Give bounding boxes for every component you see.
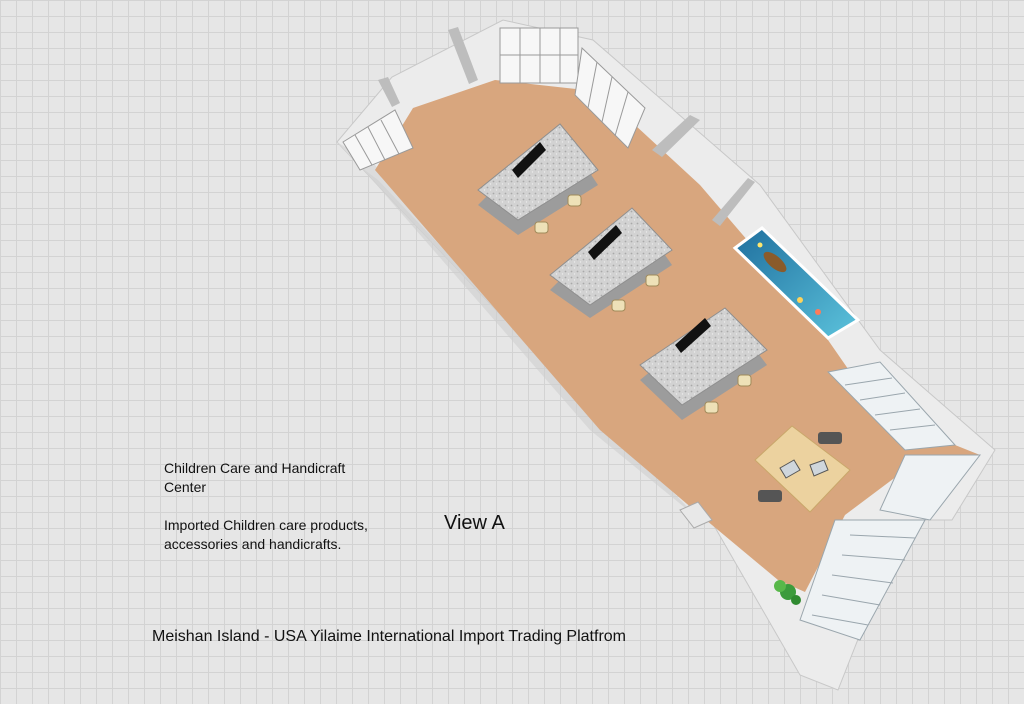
tv-monitor-icon bbox=[588, 225, 622, 260]
stools bbox=[534, 194, 752, 414]
storage-cabinet bbox=[679, 501, 713, 529]
view-label: View A bbox=[444, 512, 505, 534]
office-chair-icon bbox=[818, 432, 842, 444]
door-panels bbox=[378, 27, 755, 226]
center-description: Imported Children care products, accesso… bbox=[164, 517, 368, 552]
laptop-icon bbox=[809, 459, 829, 477]
display-counter-2 bbox=[549, 207, 673, 318]
display-counter-1 bbox=[477, 123, 599, 235]
display-counter-3 bbox=[639, 307, 768, 420]
center-title: Children Care and Handicraft Center bbox=[164, 460, 346, 495]
tv-monitor-icon bbox=[512, 142, 546, 178]
window-panels-top bbox=[342, 27, 646, 171]
platform-footer: Meishan Island - USA Yilaime Internation… bbox=[152, 628, 626, 645]
office-desk bbox=[754, 425, 851, 513]
ocean-mural bbox=[732, 226, 861, 340]
office-chair-icon bbox=[758, 490, 782, 502]
window-panels-right bbox=[799, 361, 982, 641]
tv-monitor-icon bbox=[675, 318, 711, 353]
laptop-icon bbox=[779, 459, 801, 479]
plant-icon bbox=[774, 580, 801, 605]
